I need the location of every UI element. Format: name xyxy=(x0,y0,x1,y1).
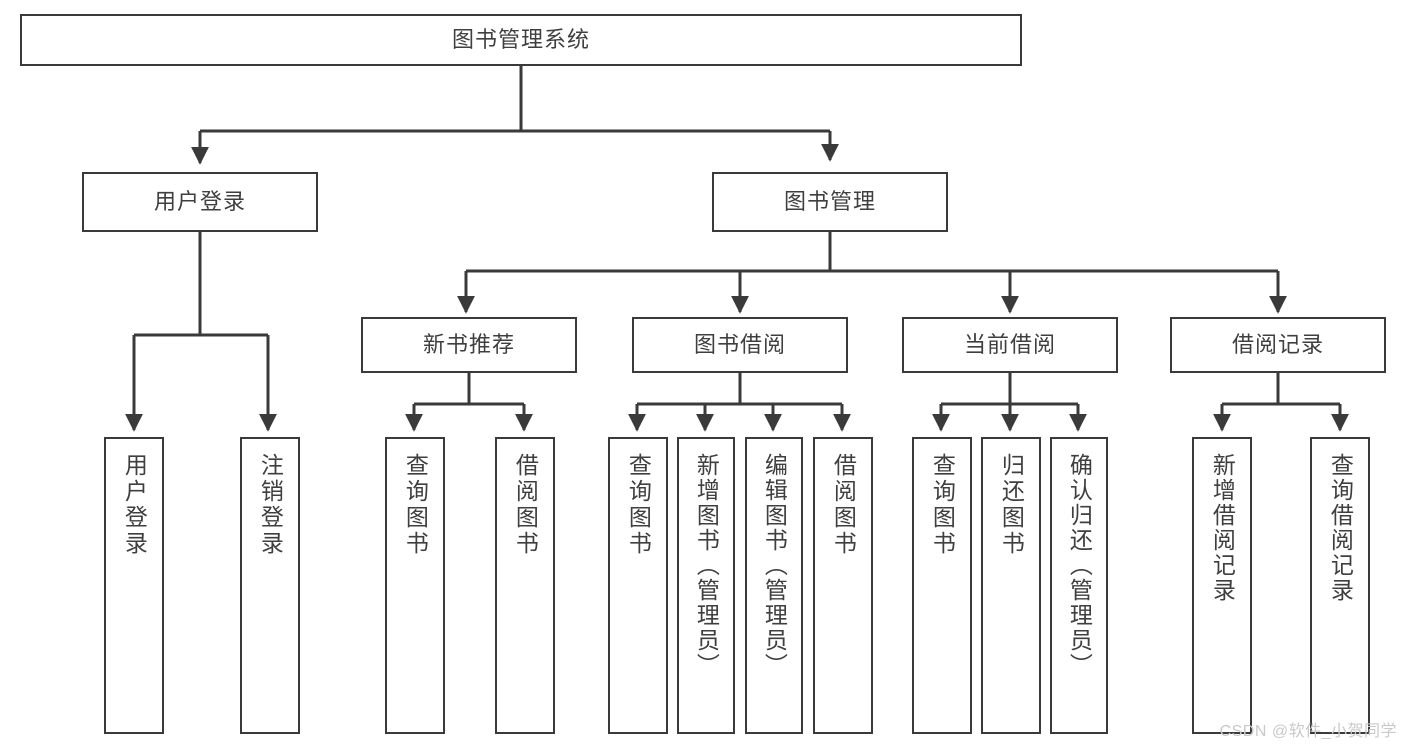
leaf-book-borrow-query[interactable]: 查询图书 xyxy=(608,437,668,734)
node-label: 查询图书 xyxy=(402,453,429,557)
node-book-management[interactable]: 图书管理 xyxy=(712,172,948,232)
node-label: 用户登录 xyxy=(121,453,148,557)
leaf-book-borrow-borrow[interactable]: 借阅图书 xyxy=(813,437,873,734)
node-label: 当前借阅 xyxy=(963,331,1056,357)
node-label: 确认归还（管理员） xyxy=(1066,453,1093,678)
node-label: 借阅图书 xyxy=(830,453,857,557)
leaf-current-borrow-return[interactable]: 归还图书 xyxy=(981,437,1041,734)
leaf-user-login-logout[interactable]: 注销登录 xyxy=(240,437,300,734)
node-label: 新增借阅记录 xyxy=(1209,453,1236,603)
leaf-current-borrow-query[interactable]: 查询图书 xyxy=(912,437,972,734)
node-label: 归还图书 xyxy=(998,453,1025,557)
node-label: 注销登录 xyxy=(257,453,284,557)
node-label: 编辑图书（管理员） xyxy=(761,453,788,678)
node-book-borrow[interactable]: 图书借阅 xyxy=(632,317,848,373)
leaf-new-book-borrow[interactable]: 借阅图书 xyxy=(495,437,555,734)
leaf-user-login-login[interactable]: 用户登录 xyxy=(104,437,164,734)
node-label: 查询图书 xyxy=(625,453,652,557)
node-label: 新增图书（管理员） xyxy=(693,453,720,678)
csdn-watermark: CSDN @软件_小贺同学 xyxy=(1219,723,1397,740)
node-label: 借阅图书 xyxy=(512,453,539,557)
node-borrow-record[interactable]: 借阅记录 xyxy=(1170,317,1386,373)
node-current-borrow[interactable]: 当前借阅 xyxy=(902,317,1118,373)
leaf-new-book-query[interactable]: 查询图书 xyxy=(385,437,445,734)
leaf-borrow-record-query[interactable]: 查询借阅记录 xyxy=(1310,437,1370,734)
node-label: 借阅记录 xyxy=(1231,331,1324,357)
node-root-system[interactable]: 图书管理系统 xyxy=(20,14,1022,66)
node-label: 图书管理 xyxy=(783,188,876,214)
leaf-book-borrow-add[interactable]: 新增图书（管理员） xyxy=(677,437,735,734)
node-label: 图书管理系统 xyxy=(451,26,590,52)
node-label: 查询图书 xyxy=(929,453,956,557)
leaf-current-borrow-confirm-return[interactable]: 确认归还（管理员） xyxy=(1050,437,1108,734)
node-label: 新书推荐 xyxy=(422,331,515,357)
leaf-borrow-record-add[interactable]: 新增借阅记录 xyxy=(1192,437,1252,734)
node-label: 查询借阅记录 xyxy=(1327,453,1354,603)
node-new-book-recommend[interactable]: 新书推荐 xyxy=(361,317,577,373)
node-label: 用户登录 xyxy=(153,188,246,214)
node-label: 图书借阅 xyxy=(693,331,786,357)
leaf-book-borrow-edit[interactable]: 编辑图书（管理员） xyxy=(745,437,803,734)
node-user-login[interactable]: 用户登录 xyxy=(82,172,318,232)
